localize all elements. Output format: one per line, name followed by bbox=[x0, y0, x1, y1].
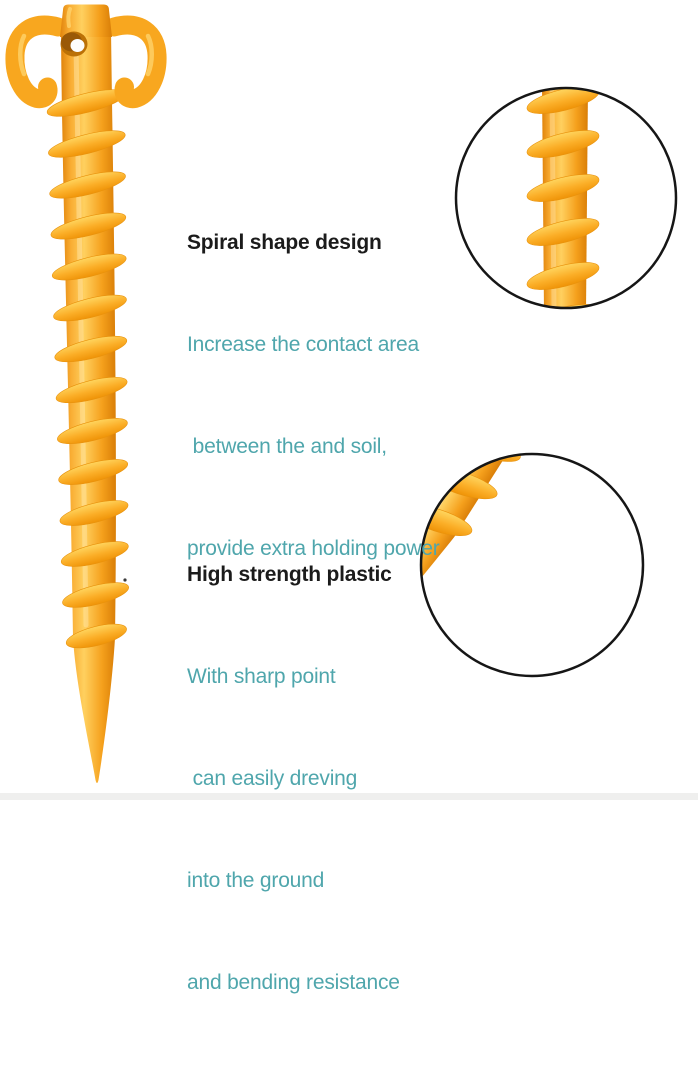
annotation-line: With sharp point bbox=[187, 665, 336, 688]
annotation-high-strength: High strength plastic With sharp point c… bbox=[187, 490, 400, 1068]
product-infographic: Spiral shape design Increase the contact… bbox=[0, 4, 698, 994]
post-highlight bbox=[66, 7, 72, 28]
left-hook-arm bbox=[5, 15, 68, 109]
spiral-threads bbox=[46, 89, 129, 649]
annotation-spiral-design: Spiral shape design Increase the contact… bbox=[187, 158, 440, 634]
annotation-line: into the ground bbox=[187, 869, 325, 892]
stake-graphic bbox=[5, 4, 167, 783]
annotation-line: can easily dreving bbox=[187, 767, 358, 790]
inset-spiral-threads bbox=[526, 88, 600, 308]
right-hook-arm bbox=[104, 15, 167, 109]
right-arm-highlight bbox=[145, 33, 154, 77]
annotation-line: and bending resistance bbox=[187, 971, 400, 994]
annotation-heading: High strength plastic bbox=[187, 563, 392, 586]
bottom-edge-strip bbox=[0, 793, 698, 800]
inset-point-outline bbox=[419, 452, 645, 678]
head-post bbox=[60, 4, 112, 37]
inset-spiral-outline bbox=[454, 86, 678, 310]
left-arm-highlight bbox=[18, 33, 27, 77]
annotation-line: between the and soil, bbox=[187, 435, 387, 458]
tent-stake-illustration bbox=[0, 4, 698, 800]
annotation-heading: Spiral shape design bbox=[187, 231, 382, 254]
annotation-line: provide extra holding power bbox=[187, 537, 440, 560]
annotation-line: Increase the contact area bbox=[187, 333, 419, 356]
zoom-inset-spiral bbox=[454, 86, 678, 310]
stake-hook-head bbox=[5, 4, 167, 109]
dust-speck bbox=[123, 578, 127, 582]
rope-hole bbox=[60, 31, 88, 57]
